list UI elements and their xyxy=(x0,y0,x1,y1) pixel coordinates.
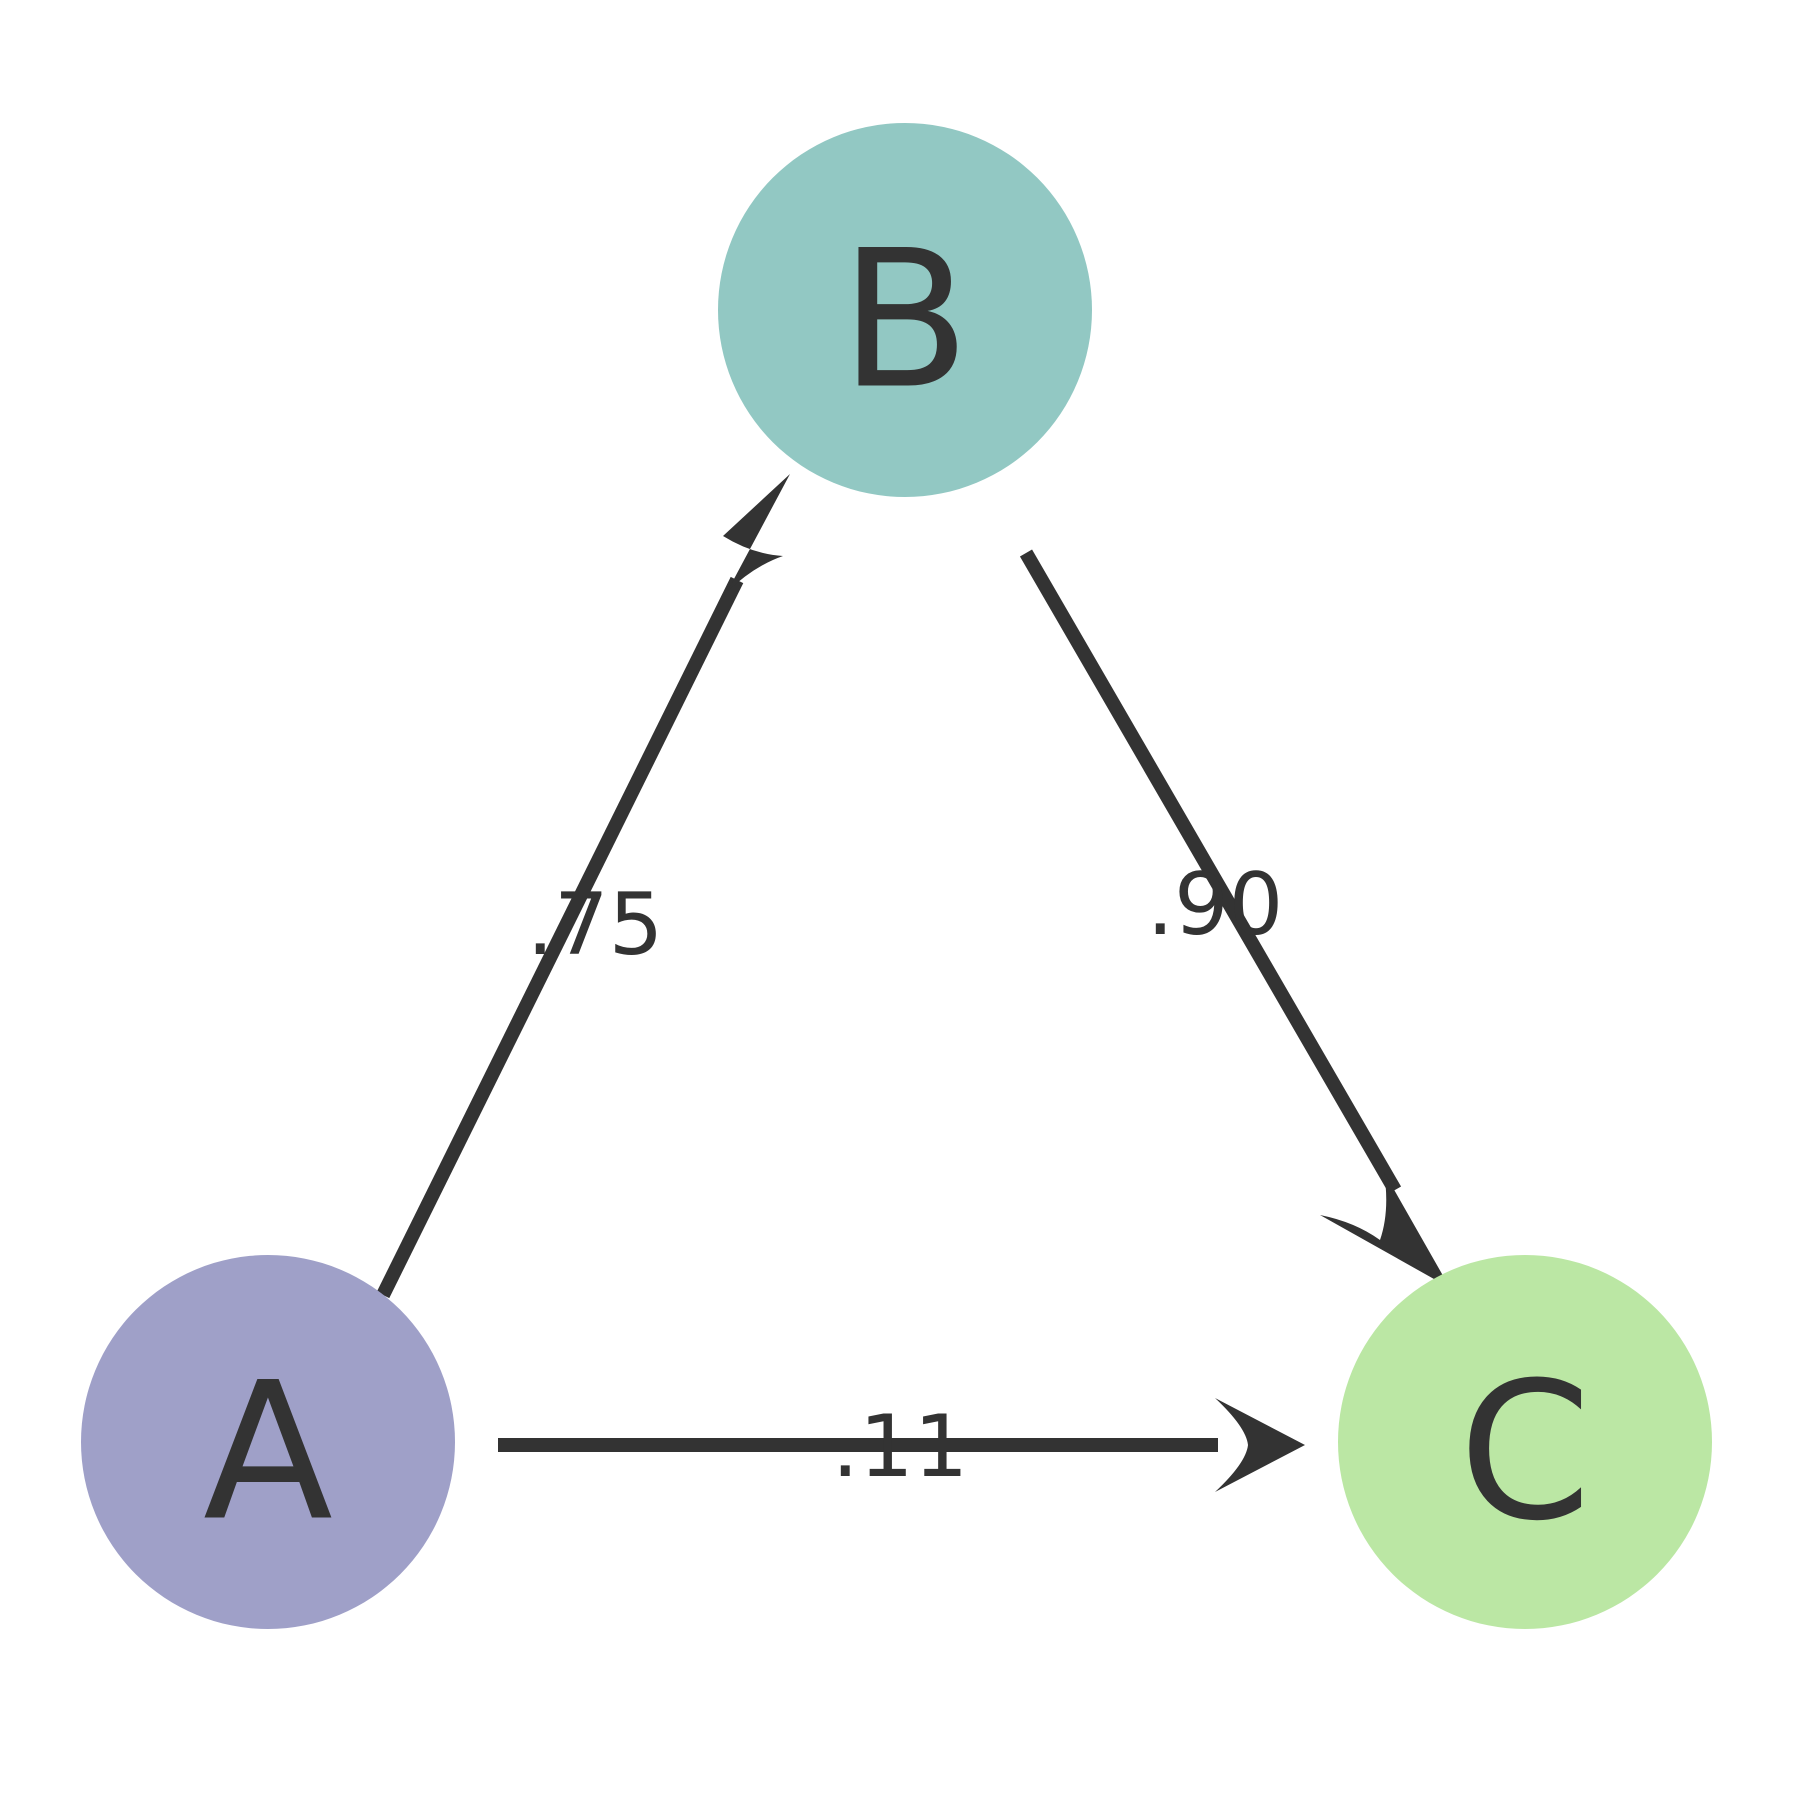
edge-b-to-c-arrowhead xyxy=(1320,1172,1450,1288)
edge-a-to-c[interactable] xyxy=(498,1398,1305,1492)
node-a[interactable]: A xyxy=(81,1255,455,1629)
node-c[interactable]: C xyxy=(1338,1255,1712,1629)
node-b[interactable]: B xyxy=(718,123,1092,497)
node-b-circle[interactable] xyxy=(718,123,1092,497)
edge-a-to-b-arrowhead xyxy=(723,474,790,592)
node-a-circle[interactable] xyxy=(81,1255,455,1629)
edge-a-to-b-line xyxy=(376,576,744,1299)
node-c-label: C xyxy=(1459,1342,1592,1563)
node-a-label: A xyxy=(203,1342,333,1563)
edge-a-to-b[interactable] xyxy=(376,474,790,1299)
edge-b-to-c[interactable] xyxy=(1019,549,1450,1288)
node-b-label: B xyxy=(840,210,970,431)
edge-label-b-to-c: .90 xyxy=(1147,855,1284,955)
edge-label-a-to-c: .11 xyxy=(832,1397,969,1497)
edge-a-to-c-arrowhead xyxy=(1215,1398,1305,1492)
edge-b-to-c-line xyxy=(1019,549,1402,1194)
node-c-circle[interactable] xyxy=(1338,1255,1712,1629)
edge-label-a-to-b: .75 xyxy=(527,875,664,975)
